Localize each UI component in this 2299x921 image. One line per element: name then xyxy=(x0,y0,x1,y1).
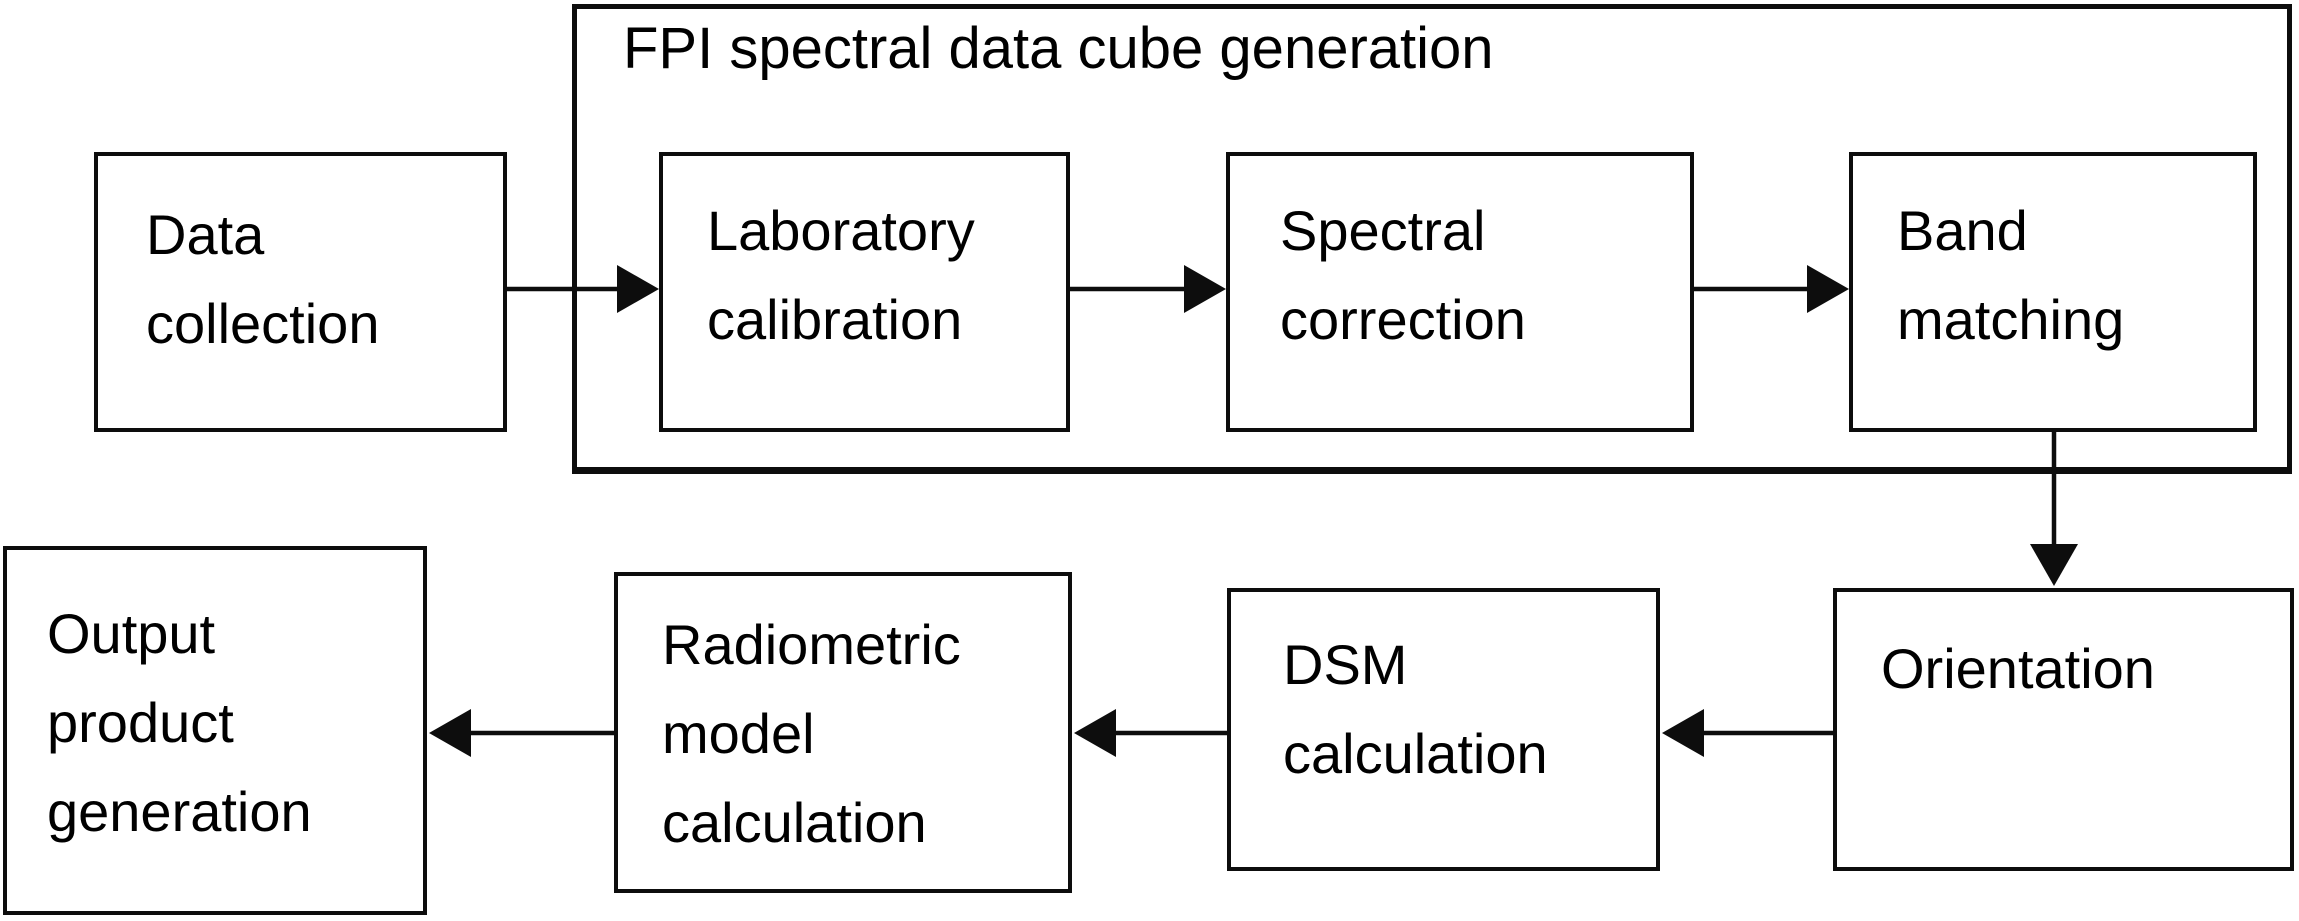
box-label-line: calculation xyxy=(662,791,927,854)
arrow-spectral-to-band xyxy=(1694,265,1849,313)
orientation-box: Orientation xyxy=(1833,588,2294,871)
box-label-line: Radiometric xyxy=(662,613,961,676)
box-label-line: calculation xyxy=(1283,722,1548,785)
box-label-line: Data xyxy=(146,203,265,266)
box-label-line: DSM xyxy=(1283,633,1408,696)
box-label-line: Spectral xyxy=(1280,199,1486,262)
group-box-title: FPI spectral data cube generation xyxy=(623,16,1494,81)
box-label-line: calibration xyxy=(707,288,963,351)
box-label-line: Output xyxy=(47,602,216,665)
arrow-data-to-laboratory xyxy=(507,265,659,313)
box-label-line: correction xyxy=(1280,288,1526,351)
output-product-generation-box: Output product generation xyxy=(3,546,427,915)
radiometric-model-calculation-box: Radiometric model calculation xyxy=(614,572,1072,893)
arrow-orientation-to-dsm xyxy=(1662,709,1833,757)
box-label-line: matching xyxy=(1897,288,2125,351)
arrow-radiometric-to-output xyxy=(429,709,614,757)
arrow-laboratory-to-spectral xyxy=(1070,265,1226,313)
arrow-dsm-to-radiometric xyxy=(1074,709,1227,757)
box-label-line: collection xyxy=(146,292,380,355)
data-collection-box: Data collection xyxy=(94,152,507,432)
box-label-line: product xyxy=(47,691,234,754)
box-label-line: model xyxy=(662,702,815,765)
box-label-line: Laboratory xyxy=(707,199,975,262)
box-label-line: Band xyxy=(1897,199,2028,262)
box-label-line: Orientation xyxy=(1881,637,2155,700)
laboratory-calibration-box: Laboratory calibration xyxy=(659,152,1070,432)
dsm-calculation-box: DSM calculation xyxy=(1227,588,1660,871)
arrow-band-to-orientation xyxy=(2030,430,2078,586)
spectral-correction-box: Spectral correction xyxy=(1226,152,1694,432)
box-label-line: generation xyxy=(47,780,312,843)
band-matching-box: Band matching xyxy=(1849,152,2257,432)
